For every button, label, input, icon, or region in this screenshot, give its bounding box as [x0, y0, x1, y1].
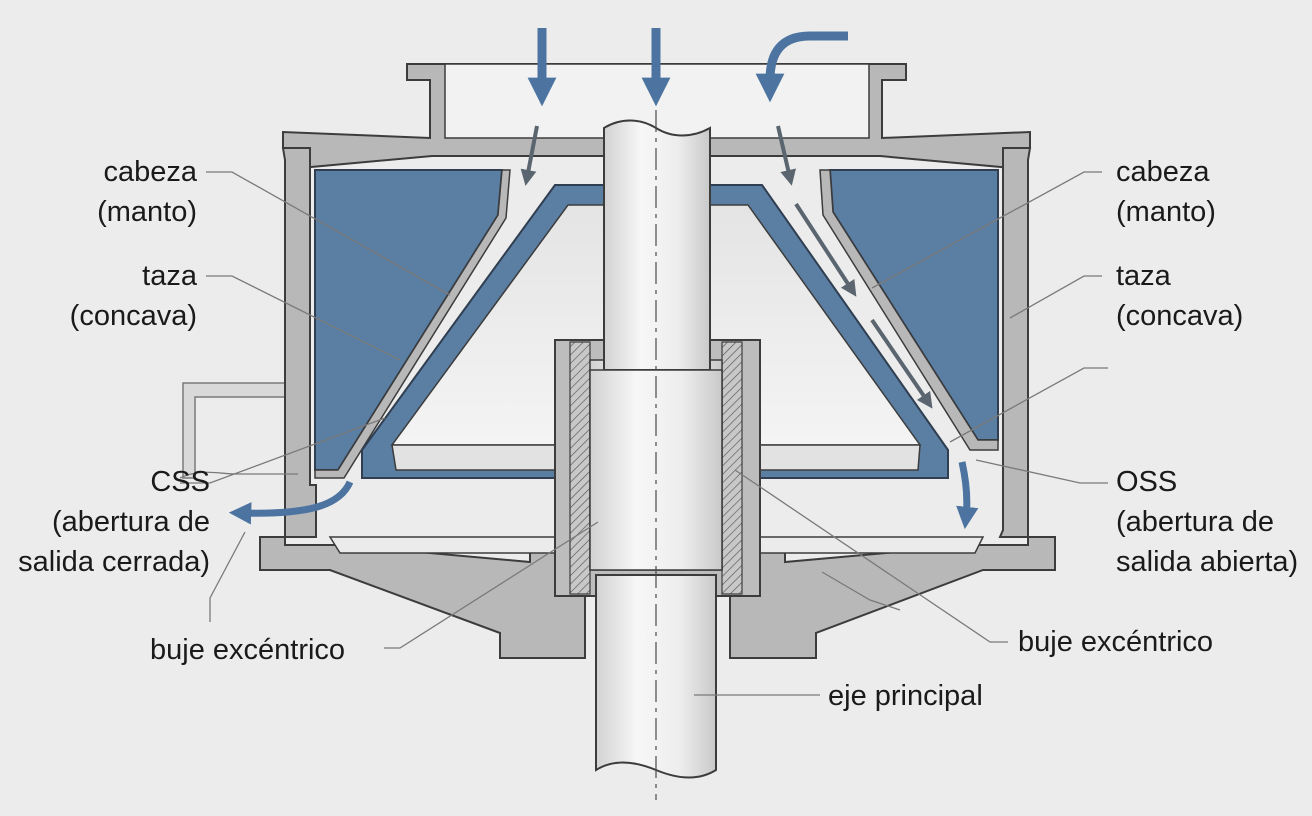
label-main-shaft: eje principal: [828, 680, 983, 712]
small-arrow-icon: [520, 125, 539, 186]
leader-left-css-2: [179, 471, 298, 479]
leader-right-bowl: [1009, 275, 1102, 319]
leader-left-bushing-2: [209, 531, 246, 622]
leader-right-bushing-2: [821, 571, 901, 611]
label-right-oss: OSS (abertura de salida abierta): [1116, 466, 1299, 578]
small-arrow-icon: [776, 125, 796, 186]
label-left-bushing: buje excéntrico: [150, 634, 346, 666]
label-left-head: cabeza (manto): [97, 156, 197, 228]
label-right-head: cabeza (manto): [1116, 156, 1216, 228]
leader-right-bushing: [734, 469, 1008, 643]
leader-left-css: [180, 417, 386, 484]
curved-arrow-icon: [755, 31, 848, 103]
crusher-shell: [259, 147, 1056, 659]
material-flow-arrows: [520, 125, 933, 409]
label-right-bowl: taza (concava): [1116, 260, 1244, 332]
label-left-bowl: taza (concava): [69, 260, 197, 332]
main-shaft: [589, 110, 723, 800]
leader-right-oss-2: [975, 459, 1108, 484]
concave-liner-right: [819, 169, 999, 451]
leader-left-head: [206, 171, 451, 296]
leader-lines: [179, 171, 1108, 696]
leader-right-head: [871, 171, 1102, 289]
label-left-css: CSS (abertura de salida cerrada): [18, 466, 210, 578]
discharge-arrows: [228, 461, 979, 530]
discharge-arrow-icon: [228, 480, 354, 525]
leader-left-bowl: [206, 275, 401, 361]
label-right-bushing: buje excéntrico: [1018, 626, 1214, 658]
small-arrow-icon: [794, 202, 857, 297]
leader-right-oss: [949, 367, 1108, 443]
leader-left-bushing: [384, 521, 599, 649]
small-arrow-icon: [870, 318, 933, 409]
feed-arrows: [527, 28, 848, 107]
discharge-arrow-icon: [956, 461, 979, 530]
